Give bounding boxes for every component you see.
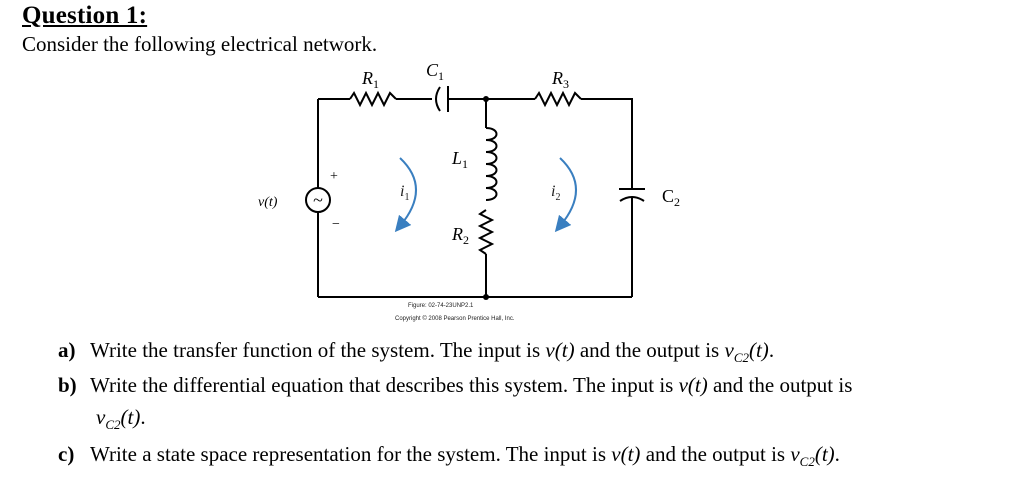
loop-current-i1-arrow <box>394 157 417 233</box>
node-top <box>483 96 489 102</box>
question-a-output: v <box>724 338 734 362</box>
question-c-output-arg: (t) <box>814 442 835 466</box>
question-c-output-sub: C2 <box>799 454 815 470</box>
question-a-label: a) <box>58 338 76 362</box>
question-intro: Consider the following electrical networ… <box>22 32 378 56</box>
question-heading: Question 1: <box>22 2 148 29</box>
voltage-source <box>305 187 331 213</box>
label-r2: R2 <box>451 224 469 247</box>
question-a-end: . <box>768 338 775 362</box>
label-source: v(t) <box>258 195 278 210</box>
inductor-l1 <box>485 127 498 201</box>
label-c1: C1 <box>426 60 444 83</box>
label-i1: i1 <box>400 183 409 203</box>
resistor-r1 <box>349 90 397 108</box>
capacitor-c1-curved <box>435 86 441 112</box>
label-l1: L1 <box>451 148 468 171</box>
question-b: b) Write the differential equation that d… <box>58 372 852 398</box>
question-b-label: b) <box>58 373 77 397</box>
label-r1: R1 <box>361 68 379 91</box>
question-b-middle: and the output is <box>707 373 853 397</box>
question-a-output-arg: (t) <box>748 338 769 362</box>
wire-top-right <box>581 98 633 188</box>
question-a-middle: and the output is <box>574 338 725 362</box>
label-c2: C2 <box>662 186 680 209</box>
label-minus: − <box>332 217 340 232</box>
label-r3: R3 <box>551 68 569 91</box>
circuit-diagram: ~ R1 C1 R3 L1 R2 C2 i1 i2 v(t) + − <box>258 60 680 300</box>
label-i2: i2 <box>551 183 560 203</box>
question-b-output: v <box>96 405 106 429</box>
question-b-input: v(t) <box>678 373 708 397</box>
figure-copyright: Copyright © 2008 Pearson Prentice Hall, … <box>395 316 515 322</box>
resistor-r3 <box>534 90 582 108</box>
question-c-input: v(t) <box>611 442 641 466</box>
question-b-output-sub: C2 <box>105 417 121 433</box>
question-a-input: v(t) <box>545 338 575 362</box>
question-c-output: v <box>790 442 800 466</box>
question-a: a) Write the transfer function of the sys… <box>58 337 774 371</box>
question-c-label: c) <box>58 442 75 466</box>
question-b-output-arg: (t) <box>120 405 141 429</box>
question-b-continued: vC2(t). <box>96 404 146 438</box>
figure-caption: Figure: 02-74-23UNP2.1 <box>408 303 474 309</box>
resistor-r2 <box>477 209 495 255</box>
question-c: c) Write a state space representation for… <box>58 441 840 475</box>
node-bottom <box>483 294 489 300</box>
question-b-text: Write the differential equation that des… <box>90 373 679 397</box>
question-a-text: Write the transfer function of the syste… <box>90 338 546 362</box>
source-symbol: ~ <box>313 190 323 210</box>
question-b-end: . <box>140 405 146 429</box>
question-c-text: Write a state space representation for t… <box>90 442 612 466</box>
question-c-end: . <box>834 442 840 466</box>
label-plus: + <box>330 169 338 184</box>
question-a-output-sub: C2 <box>733 350 749 366</box>
question-c-middle: and the output is <box>640 442 791 466</box>
loop-current-i2-arrow <box>554 157 577 233</box>
